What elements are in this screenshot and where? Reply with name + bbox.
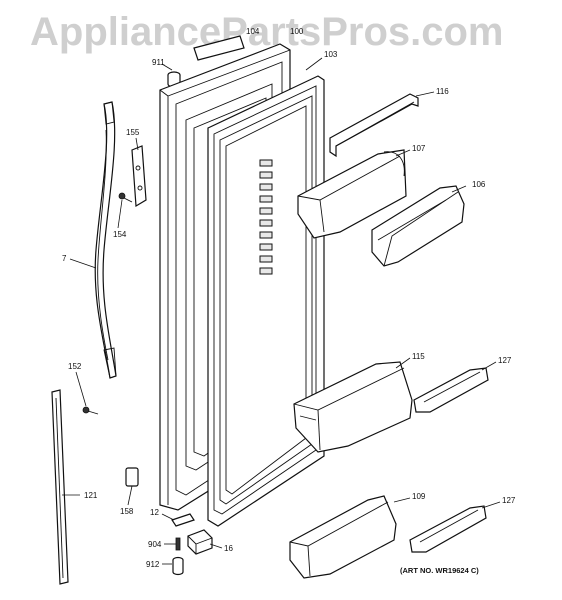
part-16-hinge: [187, 529, 213, 555]
callout-16: 16: [224, 544, 233, 553]
part-904-screw: [175, 537, 181, 551]
part-107-bin: [297, 149, 407, 239]
part-127-lower-cover: [409, 505, 487, 553]
part-109-bin: [289, 495, 397, 579]
part-7-handle: [94, 101, 117, 379]
callout-106: 106: [472, 180, 486, 189]
part-154-screw: [118, 192, 133, 203]
leader-lines: [62, 57, 501, 565]
callout-107: 107: [412, 144, 426, 153]
watermark: AppliancePartsPros.com: [30, 10, 504, 54]
part-121-trim: [51, 389, 69, 585]
callout-12: 12: [150, 508, 159, 517]
part-152-screw: [82, 406, 99, 415]
part-912-bushing: [172, 556, 184, 576]
callout-152: 152: [68, 362, 82, 371]
art-number: (ART NO. WR19624 C): [400, 566, 479, 575]
callout-154: 154: [113, 230, 127, 239]
callout-109: 109: [412, 492, 426, 501]
callout-127-upper: 127: [498, 356, 512, 365]
callout-158: 158: [120, 507, 134, 516]
liner-clips: [259, 159, 273, 275]
callout-127-lower: 127: [502, 496, 516, 505]
part-115-bin: [293, 361, 413, 453]
callout-104: 104: [246, 27, 260, 36]
callout-103: 103: [324, 50, 338, 59]
part-158-cover: [125, 467, 139, 487]
callout-912: 912: [146, 560, 160, 569]
callout-100: 100: [290, 27, 304, 36]
part-155-cap: [131, 145, 147, 208]
part-127-upper-cover: [413, 367, 489, 413]
callout-116: 116: [436, 87, 449, 96]
callout-121: 121: [84, 491, 98, 500]
callout-7: 7: [62, 254, 67, 263]
part-103-gasket: [207, 75, 325, 527]
callout-911: 911: [152, 58, 165, 67]
part-106-cover: [371, 185, 465, 267]
callout-904: 904: [148, 540, 162, 549]
part-116-rail: [329, 93, 419, 158]
callout-115: 115: [412, 352, 425, 361]
part-12-bracket: [171, 513, 195, 527]
callout-155: 155: [126, 128, 140, 137]
part-104-badge: [193, 35, 245, 61]
